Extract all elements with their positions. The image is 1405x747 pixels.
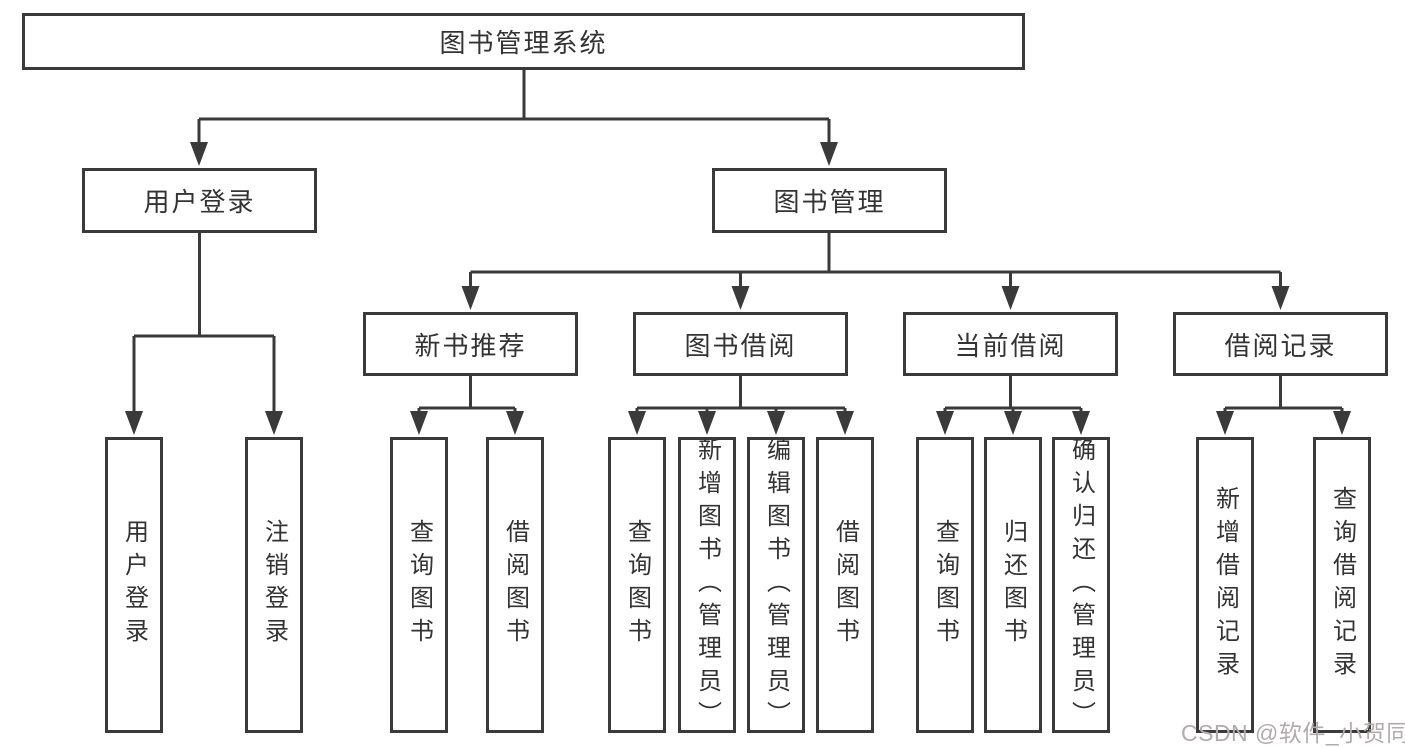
leaf-label: 新增借阅记录	[1211, 486, 1239, 684]
node-label: 借阅记录	[1224, 330, 1337, 361]
node-current-borrowing: 当前借阅	[903, 312, 1118, 376]
leaf-label: 新增图书（管理员）	[693, 436, 721, 734]
leaf-query-borrow-record: 查询借阅记录	[1313, 437, 1371, 733]
leaf-label: 查询图书	[405, 519, 433, 651]
leaf-query-books-current: 查询图书	[916, 437, 974, 733]
leaf-query-books-borrowing: 查询图书	[608, 437, 666, 733]
leaf-borrow-books-borrowing: 借阅图书	[816, 437, 874, 733]
leaf-label: 查询借阅记录	[1328, 486, 1356, 684]
node-label: 新书推荐	[414, 330, 527, 361]
leaf-label: 借阅图书	[831, 519, 859, 651]
leaf-label: 注销登录	[260, 519, 288, 651]
node-borrowing-records: 借阅记录	[1173, 312, 1388, 376]
node-library-management-system: 图书管理系统	[22, 13, 1025, 70]
watermark: CSDN @软件_小贺同学	[1181, 720, 1405, 746]
leaf-label: 查询图书	[931, 519, 959, 651]
node-label: 图书管理系统	[439, 28, 608, 58]
leaf-label: 归还图书	[999, 519, 1027, 651]
leaf-confirm-return-admin: 确认归还（管理员）	[1052, 436, 1110, 734]
leaf-label: 用户登录	[120, 519, 148, 651]
node-new-book-recommendation: 新书推荐	[363, 312, 578, 376]
leaf-edit-book-admin: 编辑图书（管理员）	[747, 436, 805, 734]
leaf-add-borrow-record: 新增借阅记录	[1196, 437, 1254, 733]
leaf-add-book-admin: 新增图书（管理员）	[678, 436, 736, 734]
node-label: 图书管理	[773, 187, 886, 217]
leaf-label: 借阅图书	[501, 519, 529, 651]
node-user-login: 用户登录	[82, 168, 317, 233]
leaf-logout: 注销登录	[245, 437, 303, 733]
leaf-return-book: 归还图书	[984, 437, 1042, 733]
node-label: 图书借阅	[684, 330, 797, 361]
node-book-management: 图书管理	[712, 168, 947, 233]
node-label: 当前借阅	[954, 330, 1067, 361]
leaf-label: 确认归还（管理员）	[1067, 436, 1095, 734]
leaf-label: 查询图书	[623, 519, 651, 651]
node-label: 用户登录	[143, 187, 256, 217]
leaf-user-login: 用户登录	[105, 437, 163, 733]
leaf-borrow-books-recommend: 借阅图书	[486, 437, 544, 733]
leaf-label: 编辑图书（管理员）	[762, 436, 790, 734]
leaf-query-books-recommend: 查询图书	[390, 437, 448, 733]
node-book-borrowing: 图书借阅	[633, 312, 848, 376]
